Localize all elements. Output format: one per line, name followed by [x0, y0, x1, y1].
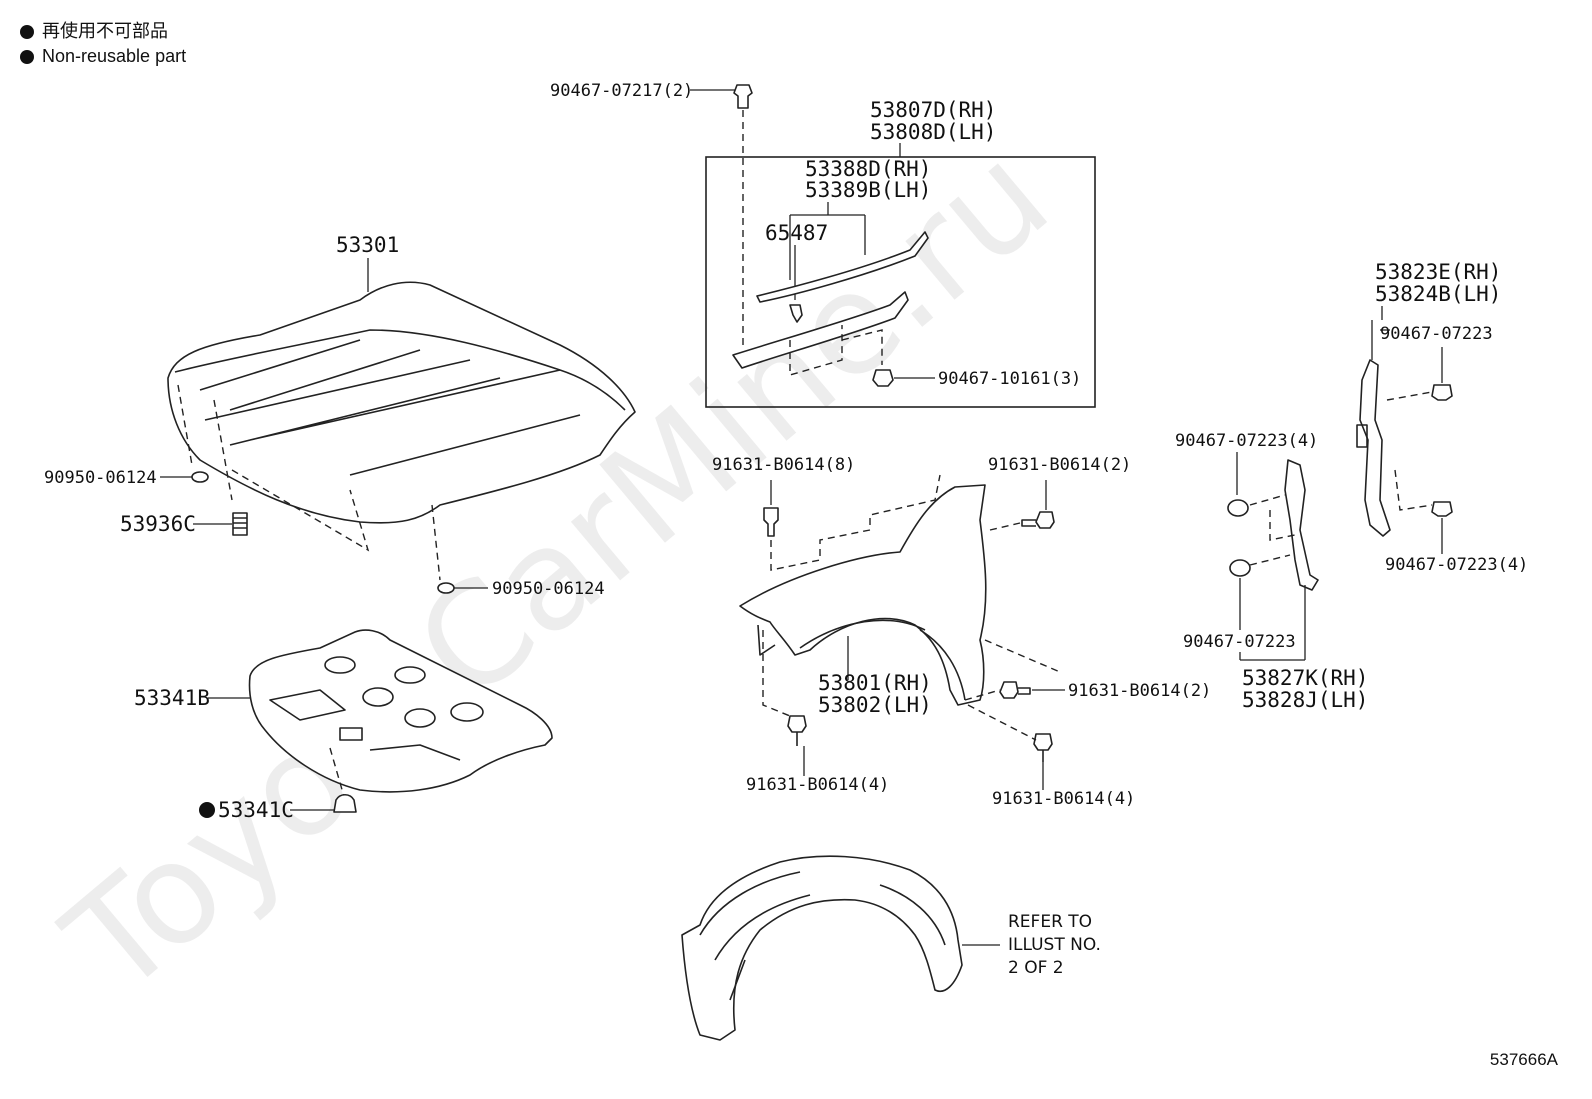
illustration-number: 537666A: [1489, 1050, 1558, 1069]
bolt-91631-b0614-4a: [787, 715, 807, 746]
seal-53388d: [732, 291, 909, 369]
fender-rear-dashes: [964, 639, 1061, 701]
hood-cushion-left: [191, 471, 209, 483]
label-53823e: 53823E(RH): [1375, 260, 1501, 284]
non-reusable-dot-icon: [199, 802, 215, 818]
label-53936c: 53936C: [120, 512, 196, 536]
legend-row-jp: 再使用不可部品: [20, 19, 186, 44]
hood-insulator: [248, 629, 553, 793]
bracket-dashes: [1386, 391, 1433, 511]
label-53801: 53801(RH): [818, 671, 932, 695]
legend-row-en: Non-reusable part: [20, 44, 186, 69]
fender-top-dashes: [770, 474, 941, 571]
fender-bottom-dash: [967, 704, 1037, 741]
label-53802: 53802(LH): [818, 693, 932, 717]
fender-front-dashes: [762, 630, 791, 717]
clip-90467-07223-b: [1229, 559, 1251, 577]
refer-line-3: 2 OF 2: [1008, 958, 1064, 978]
label-53341b: 53341B: [134, 686, 210, 710]
assembly-box-53807d: [705, 156, 1096, 408]
label-53341c: 53341C: [218, 798, 294, 822]
non-reusable-dot-icon: [20, 49, 34, 64]
label-91631-b0614-4a: 91631-B0614(4): [746, 775, 889, 795]
clip-65487: [789, 304, 803, 323]
label-90467-07223-a: 90467-07223: [1380, 324, 1493, 344]
label-90950-06124-a: 90950-06124: [44, 468, 157, 488]
non-reusable-dot-icon: [20, 24, 34, 39]
clip-90467-07223-a: [1431, 384, 1453, 401]
weatherstrip-65487: [756, 231, 929, 303]
bolt-91631-b0614-8: [763, 507, 779, 537]
clip-90467-07223-4a: [1227, 499, 1249, 517]
bracket-tab: [1356, 424, 1368, 448]
clip-90467-07223-4b: [1431, 501, 1453, 517]
label-90467-07223-4b: 90467-07223(4): [1385, 555, 1528, 575]
label-90467-10161: 90467-10161(3): [938, 369, 1081, 389]
hood-bumper-53936c: [232, 512, 248, 536]
label-90467-07223-b: 90467-07223: [1183, 632, 1296, 652]
label-53301: 53301: [336, 233, 399, 257]
label-90467-07217: 90467-07217(2): [550, 81, 693, 101]
refer-line-1: REFER TO: [1008, 912, 1092, 932]
clip-90467-07217: [733, 84, 753, 109]
legend-jp-text: 再使用不可部品: [42, 21, 168, 41]
middle-bracket-dash-lower: [1249, 554, 1291, 566]
legend-en-text: Non-reusable part: [42, 46, 187, 66]
front-fender: [739, 484, 987, 706]
bumper-threads: [233, 517, 247, 529]
hood-cushion-right: [437, 582, 455, 594]
clip-90467-10161: [872, 369, 894, 387]
label-91631-b0614-2a: 91631-B0614(2): [988, 455, 1131, 475]
label-65487: 65487: [765, 221, 828, 245]
seal-dashes: [789, 325, 883, 376]
label-91631-b0614-2b: 91631-B0614(2): [1068, 681, 1211, 701]
insulator-clip-53341c: [333, 793, 357, 813]
label-53828j: 53828J(LH): [1242, 688, 1368, 712]
leader-53388d: [789, 202, 866, 280]
hood-dashes: [177, 384, 441, 581]
leader-53823e: [1371, 306, 1383, 360]
label-53807d: 53807D(RH): [870, 98, 996, 122]
label-91631-b0614-4b: 91631-B0614(4): [992, 789, 1135, 809]
middle-bracket-dashes: [1249, 494, 1296, 541]
refer-line-2: ILLUST NO.: [1008, 935, 1101, 955]
label-53824b: 53824B(LH): [1375, 282, 1501, 306]
bolt-91631-b0614-2a: [1021, 511, 1055, 529]
fender-seal-bracket: [1284, 459, 1319, 591]
label-53808d: 53808D(LH): [870, 120, 996, 144]
label-90467-07223-4a: 90467-07223(4): [1175, 431, 1318, 451]
label-90950-06124-b: 90950-06124: [492, 579, 605, 599]
leader-53827k: [1239, 585, 1306, 661]
fender-liner-bracket: [1359, 359, 1391, 537]
bolt-91631-b0614-2b: [999, 681, 1031, 699]
label-91631-b0614-8: 91631-B0614(8): [712, 455, 855, 475]
bolt-91631-b0614-4b: [1033, 733, 1053, 762]
label-53827k: 53827K(RH): [1242, 666, 1368, 690]
label-53389b: 53389B(LH): [805, 178, 931, 202]
insulator-dash: [329, 747, 346, 801]
fender-side-dash: [989, 522, 1021, 531]
label-53388d: 53388D(RH): [805, 157, 931, 181]
fender-liner: [681, 855, 963, 1041]
hood-panel: [167, 281, 636, 524]
legend: 再使用不可部品 Non-reusable part: [20, 19, 186, 69]
